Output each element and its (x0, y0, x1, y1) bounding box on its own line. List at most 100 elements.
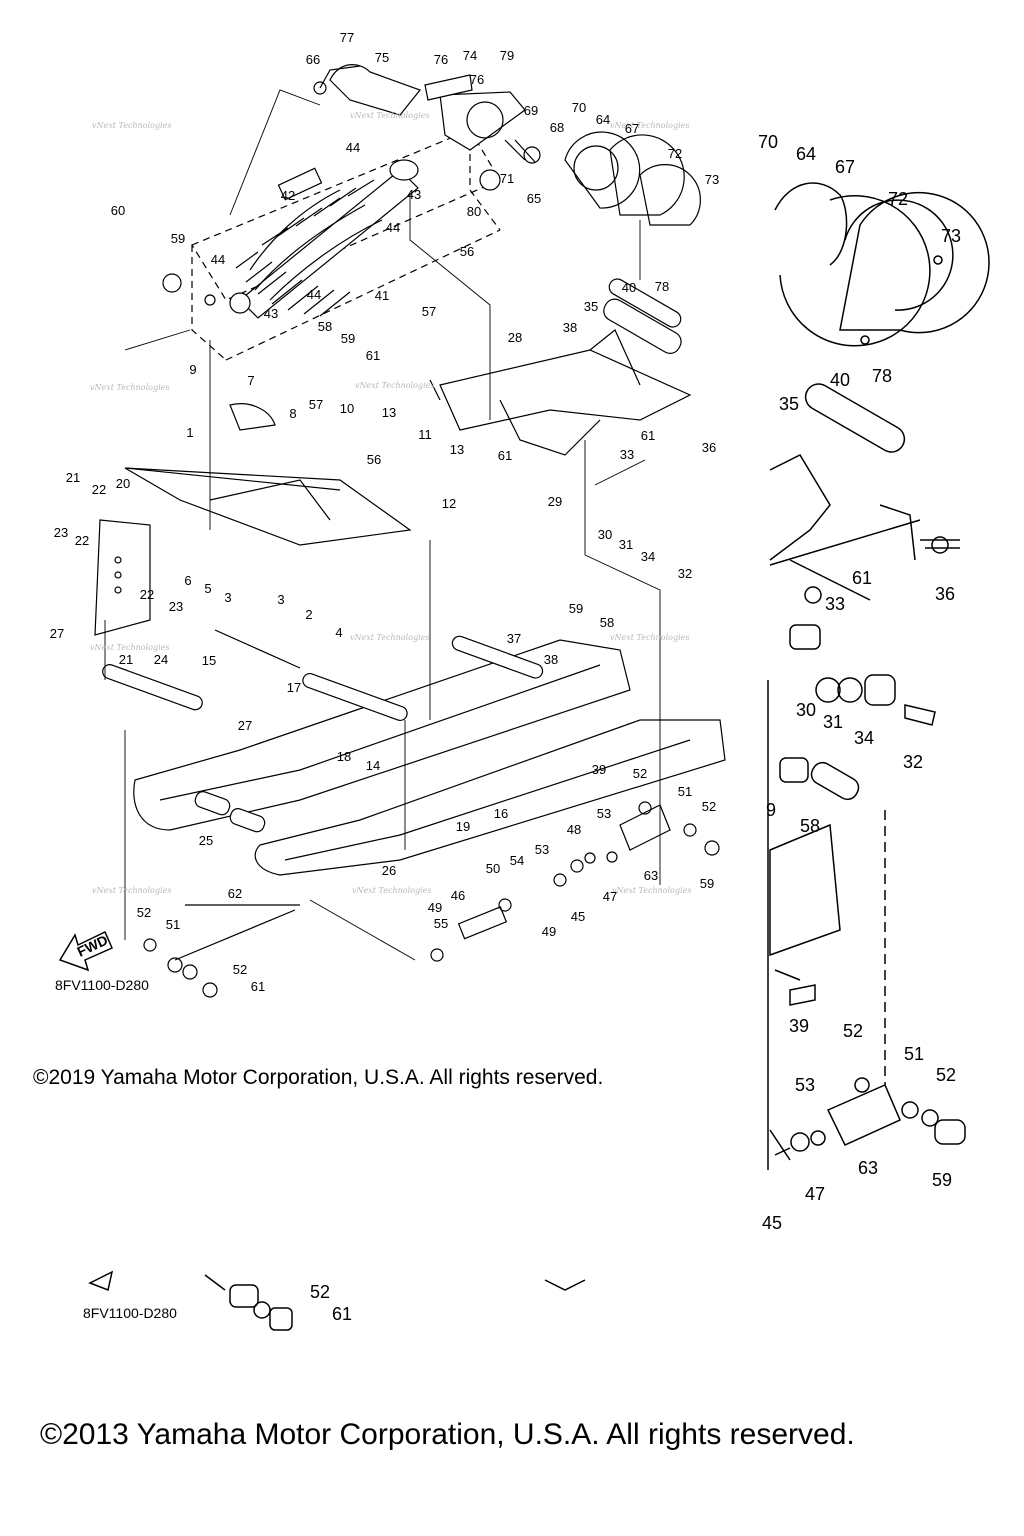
main-parts-drawing (58, 64, 726, 998)
watermark: vNext Technologies (92, 886, 171, 895)
part-number-callout: 58 (318, 319, 332, 334)
part-number-callout: 43 (407, 187, 421, 202)
zoom-bushings (779, 624, 936, 801)
part-number-callout: 34 (854, 728, 874, 748)
watermark: vNext Technologies (612, 886, 691, 895)
part-number-callout: 72 (888, 189, 908, 209)
part-number-callout: 13 (382, 405, 396, 420)
part-number-callout: 44 (307, 287, 321, 302)
lower-diagram-ref-code: 8FV1100-D280 (83, 1305, 177, 1321)
watermarks: vNext Technologies vNext Technologies vN… (90, 111, 691, 895)
part-number-callout: 72 (668, 146, 682, 161)
part-number-callout: 17 (287, 680, 301, 695)
part-number-callout: 5 (204, 581, 211, 596)
part-number-callout: 33 (620, 447, 634, 462)
watermark: vNext Technologies (350, 111, 429, 120)
part-number-callout: 3 (277, 592, 284, 607)
part-number-callout: 20 (116, 476, 130, 491)
part-number-callout: 27 (50, 626, 64, 641)
part-number-callout: 27 (238, 718, 252, 733)
copyright-2019: ©2019 Yamaha Motor Corporation, U.S.A. A… (33, 1066, 604, 1089)
part-number-callout: 3 (224, 590, 231, 605)
lower-fragment-drawing (88, 1270, 586, 1331)
hardware-row (143, 791, 720, 998)
part-number-callout: 59 (700, 876, 714, 891)
part-number-callout: 36 (702, 440, 716, 455)
copyright-2013: ©2013 Yamaha Motor Corporation, U.S.A. A… (40, 1418, 855, 1451)
watermark: vNext Technologies (90, 383, 169, 392)
part-number-callout: 26 (382, 863, 396, 878)
part-number-callout: 44 (386, 220, 400, 235)
link-plate (94, 519, 151, 636)
part-number-callout: 34 (641, 549, 655, 564)
part-number-callout: 59 (341, 331, 355, 346)
part-number-callout: 22 (140, 587, 154, 602)
part-number-callout: 66 (306, 52, 320, 67)
part-number-callout: 70 (758, 132, 778, 152)
part-number-callout: 78 (872, 366, 892, 386)
part-number-callout: 76 (434, 52, 448, 67)
part-number-callout: 12 (442, 496, 456, 511)
part-number-callout: 38 (544, 652, 558, 667)
part-number-callout: 29 (548, 494, 562, 509)
part-number-callout: 21 (119, 652, 133, 667)
zoom-hardware (767, 680, 966, 1170)
part-number-callout: 59 (171, 231, 185, 246)
part-number-callout: 31 (823, 712, 843, 732)
part-number-callout: 63 (858, 1158, 878, 1178)
part-number-callout: 79 (500, 48, 514, 63)
part-number-callout: 35 (779, 394, 799, 414)
part-number-callout: 57 (422, 304, 436, 319)
leader-lines (104, 89, 661, 961)
zoom-slide-rail (769, 823, 841, 1006)
part-number-callout: 67 (625, 121, 639, 136)
part-number-callout: 8 (289, 406, 296, 421)
zoom-rear-arm (769, 383, 960, 604)
diagram-ref-code: 8FV1100-D280 (55, 977, 149, 993)
part-number-callout: 80 (467, 204, 481, 219)
part-number-callout: 59 (569, 601, 583, 616)
part-number-callout: 30 (796, 700, 816, 720)
part-number-callout: 77 (340, 30, 354, 45)
part-number-callout: 51 (166, 917, 180, 932)
watermark: vNext Technologies (355, 381, 434, 390)
part-number-callout: 56 (367, 452, 381, 467)
part-number-callout: 59 (932, 1170, 952, 1190)
part-number-callout: 30 (598, 527, 612, 542)
part-number-callout: 71 (500, 171, 514, 186)
part-number-callout: 22 (92, 482, 106, 497)
part-number-callout: 52 (633, 766, 647, 781)
part-number-callout: 53 (597, 806, 611, 821)
part-number-callout: 51 (904, 1044, 924, 1064)
part-number-callout: 65 (527, 191, 541, 206)
part-number-callout: 23 (169, 599, 183, 614)
part-number-callout: 44 (346, 140, 360, 155)
part-number-callout: 52 (233, 962, 247, 977)
slide-rail-right (254, 719, 726, 876)
part-number-callout: 68 (550, 120, 564, 135)
part-number-callout: 47 (805, 1184, 825, 1204)
part-number-callout: 4 (335, 625, 342, 640)
part-number-callout: 25 (199, 833, 213, 848)
part-number-callout: 50 (486, 861, 500, 876)
part-number-callout: 62 (228, 886, 242, 901)
zoom-fragment-drawing (767, 182, 990, 1170)
part-number-callout: 45 (571, 909, 585, 924)
part-number-callout: 10 (340, 401, 354, 416)
watermark: vNext Technologies (92, 121, 171, 130)
adjuster-assembly (313, 64, 526, 151)
part-number-callout: 52 (843, 1021, 863, 1041)
part-number-callout: 64 (596, 112, 610, 127)
part-number-callout: 49 (542, 924, 556, 939)
part-number-callout: 49 (428, 900, 442, 915)
rear-arm (429, 298, 692, 456)
watermark: vNext Technologies (610, 121, 689, 130)
part-number-callout: 32 (903, 752, 923, 772)
part-number-callout: 2 (305, 607, 312, 622)
part-number-callout: 22 (75, 533, 89, 548)
part-number-callout: 11 (418, 427, 432, 442)
part-number-callout: 28 (508, 330, 522, 345)
part-number-callout: 75 (375, 50, 389, 65)
part-number-callout: 54 (510, 853, 524, 868)
part-number-callout: 23 (54, 525, 68, 540)
